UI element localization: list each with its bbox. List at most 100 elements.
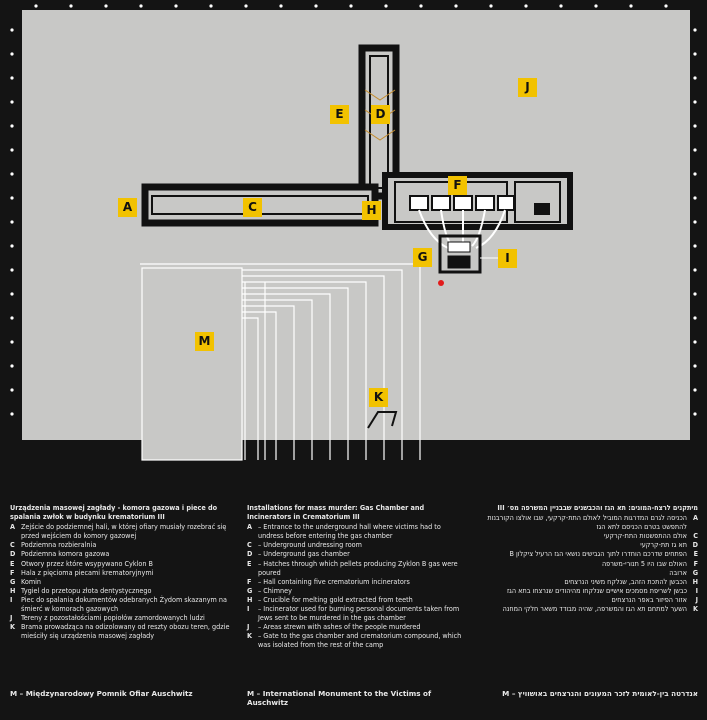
- legend-english-item-key: E: [247, 558, 252, 568]
- border-dot: [384, 4, 388, 8]
- legend-hebrew-item-key: K: [692, 604, 698, 614]
- border-dot: [34, 4, 38, 8]
- legend-polish-item-key: F: [10, 567, 15, 577]
- border-dot: [693, 52, 697, 56]
- legend-hebrew-item-text: הכבשן להתכת הזהב, שנלקח משיני הנרצחים: [564, 576, 687, 586]
- marker-g: G: [413, 248, 432, 267]
- legend-polish-item-e: E Otwory przez które wsypywano Cyklon B: [10, 559, 238, 568]
- border-dot: [693, 388, 697, 392]
- footer-hebrew: אנדרטה בין-לאומית לזכר המעונים והנרצחים …: [502, 689, 698, 698]
- border-dot: [10, 148, 14, 152]
- border-dot: [10, 52, 14, 56]
- legend-polish-item-text: Komin: [21, 576, 42, 586]
- border-dot: [10, 364, 14, 368]
- crematorium-plan-drawing: [10, 4, 697, 461]
- legend-polish-item-key: K: [10, 622, 16, 632]
- legend-hebrew: מיתקנים לרצח-המונים: תא הגז והכבשנים שבב…: [476, 503, 698, 613]
- legend-hebrew-item-key: G: [692, 567, 698, 577]
- five-furnaces: [409, 195, 515, 211]
- border-dot: [10, 292, 14, 296]
- border-dot: [693, 76, 697, 80]
- border-dot: [10, 172, 14, 176]
- legend-polish-item-text: Brama prowadząca na odizolowany od reszt…: [21, 622, 230, 641]
- legend-hebrew-title: מיתקנים לרצח-המונים: תא הגז והכבשנים שבב…: [497, 503, 698, 512]
- legend-english-item-text: – Underground gas chamber: [258, 549, 350, 559]
- legend-polish-item-text: Otwory przez które wsypywano Cyklon B: [21, 558, 153, 568]
- location-dot: [438, 280, 444, 286]
- legend-polish-title: Urządzenia masowej zagłady - komora gazo…: [10, 503, 218, 522]
- legend-polish-item-key: E: [10, 558, 15, 568]
- legend-english-item-key: H: [247, 594, 253, 604]
- legend-hebrew-item-key: C: [693, 531, 698, 541]
- border-dot: [454, 4, 458, 8]
- border-dot: [314, 4, 318, 8]
- legend-english-item-key: F: [247, 576, 252, 586]
- border-dot: [559, 4, 563, 8]
- legend-hebrew-item-key: F: [693, 558, 698, 568]
- border-dot: [524, 4, 528, 8]
- border-dot: [10, 124, 14, 128]
- marker-i: I: [498, 249, 517, 268]
- border-dot: [10, 220, 14, 224]
- legend-english-item-key: K: [247, 631, 253, 641]
- legend-hebrew-item-j: J אזור הפיזור באפר הנרצחים: [476, 595, 698, 604]
- legend-polish-item-text: Zejście do podziemnej hali, w której ofi…: [21, 522, 227, 541]
- marker-c: C: [243, 198, 262, 217]
- border-dot: [693, 412, 697, 416]
- border-dot: [10, 76, 14, 80]
- border-dot: [104, 4, 108, 8]
- legend-polish-item-key: I: [10, 594, 13, 604]
- marker-e: E: [330, 105, 349, 124]
- legend-hebrew-item-key: E: [693, 549, 698, 559]
- legend-english-item-key: C: [247, 540, 252, 550]
- legend-polish-item-key: H: [10, 585, 16, 595]
- border-dot: [349, 4, 353, 8]
- legend-english-item-i: I– Incinerator used for burning personal…: [247, 604, 465, 622]
- border-dot: [664, 4, 668, 8]
- legend-hebrew-item-k: K השער למתחם תא הגז והמשרפה, שהיה מבודד מ…: [476, 604, 698, 613]
- marker-d: D: [371, 105, 390, 124]
- border-dot: [279, 4, 283, 8]
- border-dot: [10, 388, 14, 392]
- legend-hebrew-item-key: J: [695, 594, 698, 604]
- legend-polish-item-key: J: [10, 613, 13, 623]
- legend-english-item-g: G– Chimney: [247, 586, 465, 595]
- border-dot: [693, 196, 697, 200]
- border-dot: [10, 28, 14, 32]
- legend-english-item-a: A– Entrance to the underground hall wher…: [247, 522, 465, 540]
- border-dot: [10, 196, 14, 200]
- chimney-block: [438, 234, 482, 274]
- legend-english-item-f: F– Hall containing five crematorium inci…: [247, 577, 465, 586]
- panel-border-dots: [10, 4, 697, 416]
- legend-english-item-key: A: [247, 522, 253, 532]
- legend-polish-item-text: Podziemna rozbieralnia: [21, 540, 97, 550]
- marker-h: H: [362, 201, 381, 220]
- legend-english-item-text: – Crucible for melting gold extracted fr…: [258, 594, 413, 604]
- legend-english-item-key: G: [247, 585, 253, 595]
- marker-a: A: [118, 198, 137, 217]
- legend-hebrew-item-text: אזור הפיזור באפר הנרצחים: [611, 594, 687, 604]
- marker-f: F: [448, 176, 467, 195]
- legend-polish-item-text: Tygiel do przetopu złota dentystycznego: [21, 585, 152, 595]
- legend-english-title: Installations for mass murder: Gas Chamb…: [247, 503, 425, 522]
- border-dot: [419, 4, 423, 8]
- legend-hebrew-item-text: תא גז תת-קרקעי: [640, 540, 687, 550]
- border-dot: [693, 100, 697, 104]
- legend-english-item-key: I: [247, 604, 250, 614]
- legend-hebrew-item-text: השער למתחם תא הגז והמשרפה, שהיה מבודד מש…: [502, 604, 687, 614]
- border-dot: [69, 4, 73, 8]
- border-dot: [693, 28, 697, 32]
- legend-polish-item-key: C: [10, 540, 15, 550]
- legend-english-item-text: – Hatches through which pellets producin…: [258, 558, 458, 577]
